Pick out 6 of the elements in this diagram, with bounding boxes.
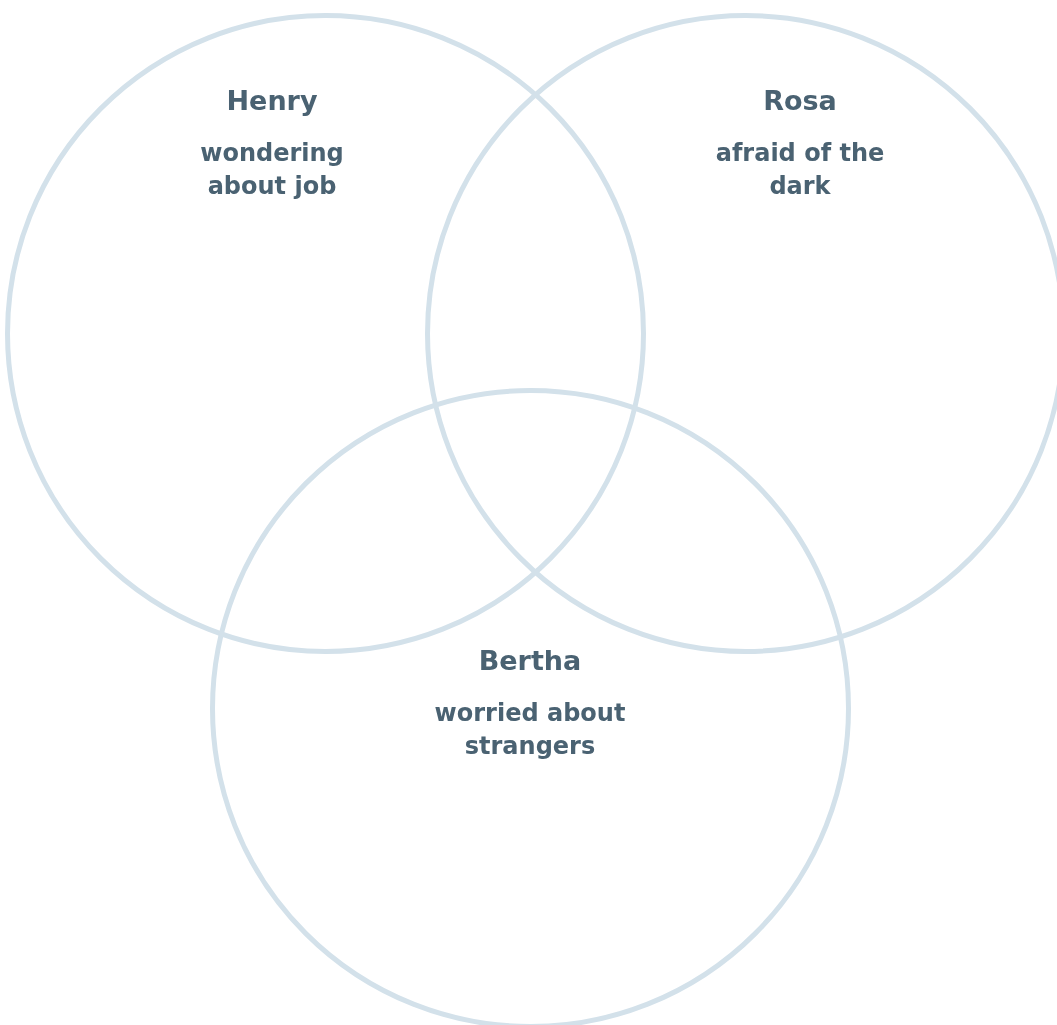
set-description: worried about strangers [433,698,627,762]
set-description: afraid of the dark [714,138,886,202]
set-title: Rosa [762,85,838,116]
set-title: Henry [225,85,319,116]
set-description: wondering about job [199,138,345,202]
set-title: Bertha [477,645,583,676]
